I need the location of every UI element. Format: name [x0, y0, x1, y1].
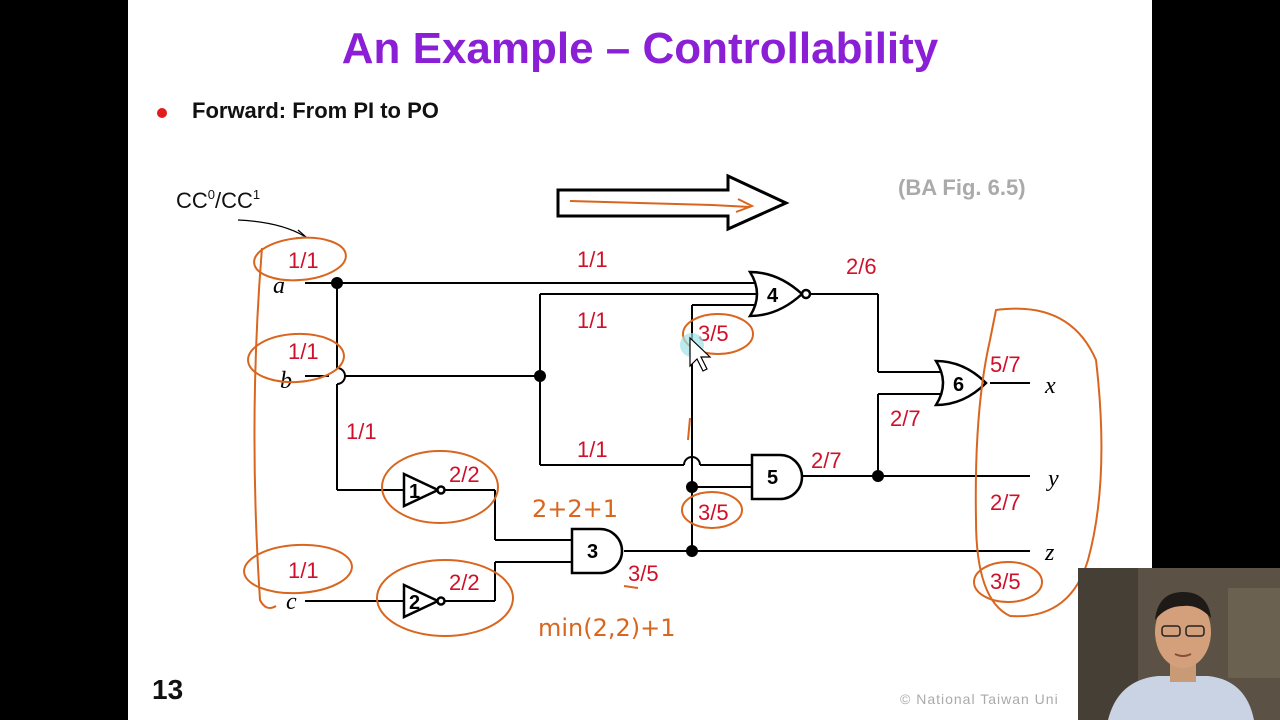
junction-dots [331, 277, 884, 557]
output-y: y [1046, 466, 1059, 492]
slide-title: An Example – Controllability [341, 24, 939, 73]
wires [305, 282, 1030, 602]
direction-arrow-icon [556, 173, 790, 232]
label-g3-out: 3/5 [628, 561, 659, 586]
label-g5-out: 2/7 [811, 448, 842, 473]
label-a-to-g4: 1/1 [577, 247, 608, 272]
gate-4-nor [747, 270, 812, 318]
legend-pointer [237, 219, 305, 237]
label-g3-to-g5: 3/5 [698, 500, 729, 525]
presenter-webcam [1078, 568, 1280, 720]
label-g1-out: 2/2 [449, 462, 480, 487]
label-b-cc: 1/1 [288, 339, 319, 364]
output-z: z [1044, 540, 1055, 566]
input-a: a [273, 273, 285, 299]
label-b-to-g4: 1/1 [577, 308, 608, 333]
handwritten-annotations [243, 236, 1103, 637]
figure-reference: (BA Fig. 6.5) [898, 175, 1026, 200]
slide: An Example – Controllability Forward: Fr… [128, 0, 1152, 720]
output-x: x [1044, 373, 1056, 399]
gate-5-and [750, 453, 804, 501]
page-number: 13 [152, 674, 184, 705]
handwritten-min: min(2,2)+1 [538, 614, 676, 642]
label-y-out: 2/7 [990, 490, 1021, 515]
label-g5-to-g6: 2/7 [890, 406, 921, 431]
gate-3-and [570, 527, 624, 575]
bullet-icon [157, 108, 167, 118]
gate-1-not [402, 472, 446, 508]
label-z-out: 3/5 [990, 569, 1021, 594]
gate-6-number: 6 [953, 374, 964, 396]
legend-label: CC0/CC1 [176, 187, 260, 213]
input-c: c [286, 589, 297, 615]
label-x-out: 5/7 [990, 352, 1021, 377]
label-a-to-g1: 1/1 [346, 419, 377, 444]
label-a-cc: 1/1 [288, 248, 319, 273]
mouse-cursor-icon [689, 336, 712, 372]
gate-2-not [402, 583, 446, 619]
gate-5-number: 5 [767, 467, 778, 489]
copyright: © National Taiwan Uni [900, 691, 1059, 707]
gate-3-number: 3 [587, 541, 598, 563]
presenter-video-icon [1078, 568, 1280, 720]
handwritten-sum: 2+2+1 [532, 495, 618, 523]
gate-6-or [933, 359, 988, 407]
label-g4-out: 2/6 [846, 254, 877, 279]
gate-2-number: 2 [409, 592, 420, 614]
label-g2-out: 2/2 [449, 570, 480, 595]
gate-1-number: 1 [409, 481, 420, 503]
bullet-text: Forward: From PI to PO [192, 98, 439, 123]
label-b-to-g5: 1/1 [577, 437, 608, 462]
label-c-cc: 1/1 [288, 558, 319, 583]
gate-4-number: 4 [767, 285, 779, 307]
